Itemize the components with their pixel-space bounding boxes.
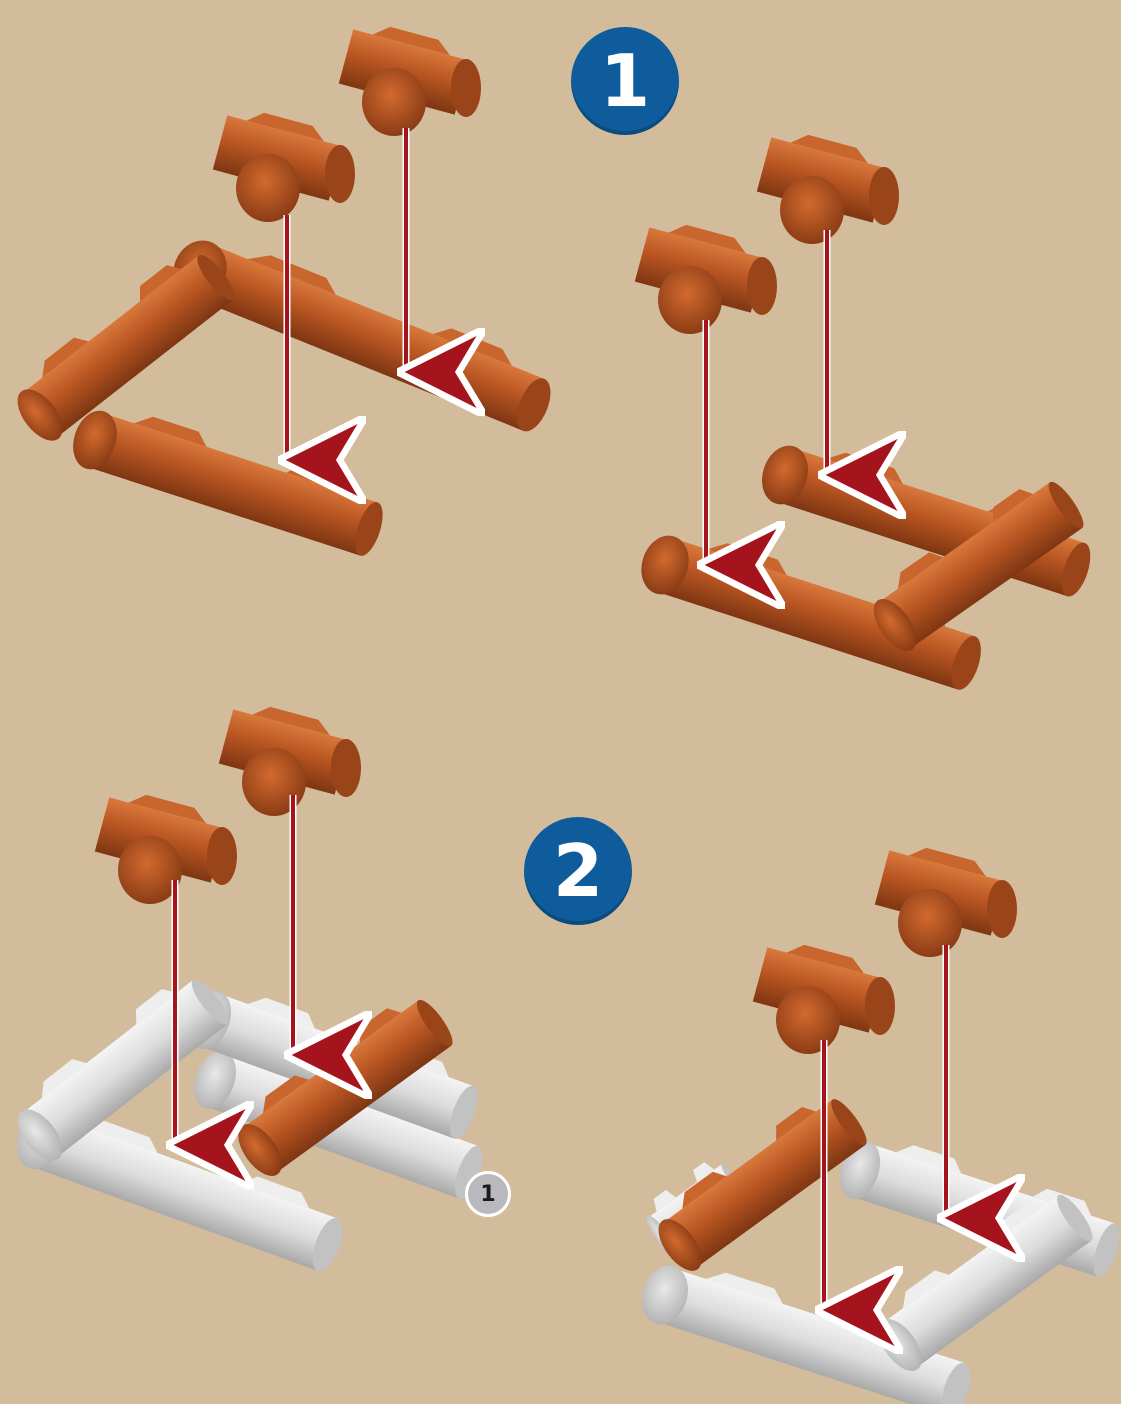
crosspiece-log xyxy=(757,131,899,244)
step-number-badge: 1 xyxy=(571,27,679,135)
crosspiece-log xyxy=(95,791,237,904)
wood-log xyxy=(644,1085,873,1278)
step2-right-assembly xyxy=(635,844,1121,1404)
wood-log xyxy=(3,241,242,449)
wood-log xyxy=(165,223,562,438)
step1-right-assembly xyxy=(634,131,1100,695)
step2-left-assembly xyxy=(3,703,492,1277)
crosspiece-log xyxy=(339,23,481,136)
page-number-badge: 1 xyxy=(465,1171,511,1217)
step-number-badge: 2 xyxy=(524,817,632,925)
crosspiece-log xyxy=(753,941,895,1054)
crosspiece-log xyxy=(875,844,1017,957)
crosspiece-log xyxy=(635,221,777,334)
step1-left-assembly xyxy=(3,23,562,561)
crosspiece-log xyxy=(213,109,355,222)
wood-log xyxy=(66,396,392,561)
